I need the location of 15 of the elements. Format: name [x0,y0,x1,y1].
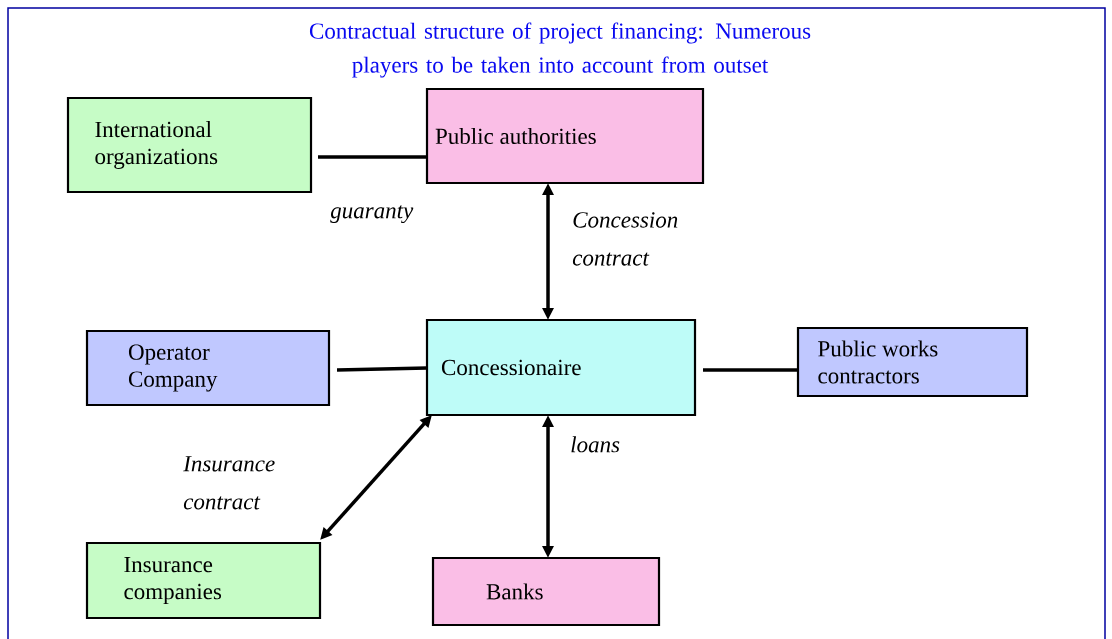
player-box: Concessionaire [425,318,697,417]
connector [318,155,427,159]
edge-label: guaranty [330,205,414,224]
edge-label: Insurance contract [183,456,275,510]
title: Contractual structure of project financing: Numerous players to be taken into account from outset [309,22,811,78]
connector [336,366,428,372]
edge-label: Concession contract [572,212,678,266]
edge-label: loans [571,436,620,453]
player-box: Operator Company [85,329,331,407]
connector [703,368,798,372]
player-box: Public authorities [425,87,705,185]
player-box: Public works contractors [796,326,1029,398]
player-box: International organizations [66,96,313,194]
player-box: Banks [431,556,661,627]
player-box: Insurance companies [85,541,322,620]
